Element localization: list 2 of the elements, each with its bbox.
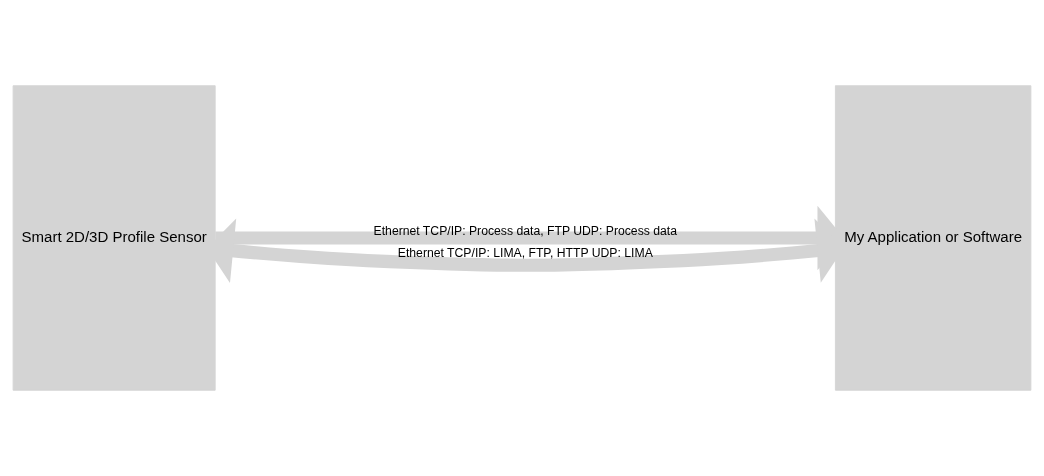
edge-label: Ethernet TCP/IP: Process data, FTP UDP: Process data xyxy=(373,223,677,238)
edge-label: Ethernet TCP/IP: LIMA, FTP, HTTP UDP: LIMA xyxy=(397,246,653,261)
